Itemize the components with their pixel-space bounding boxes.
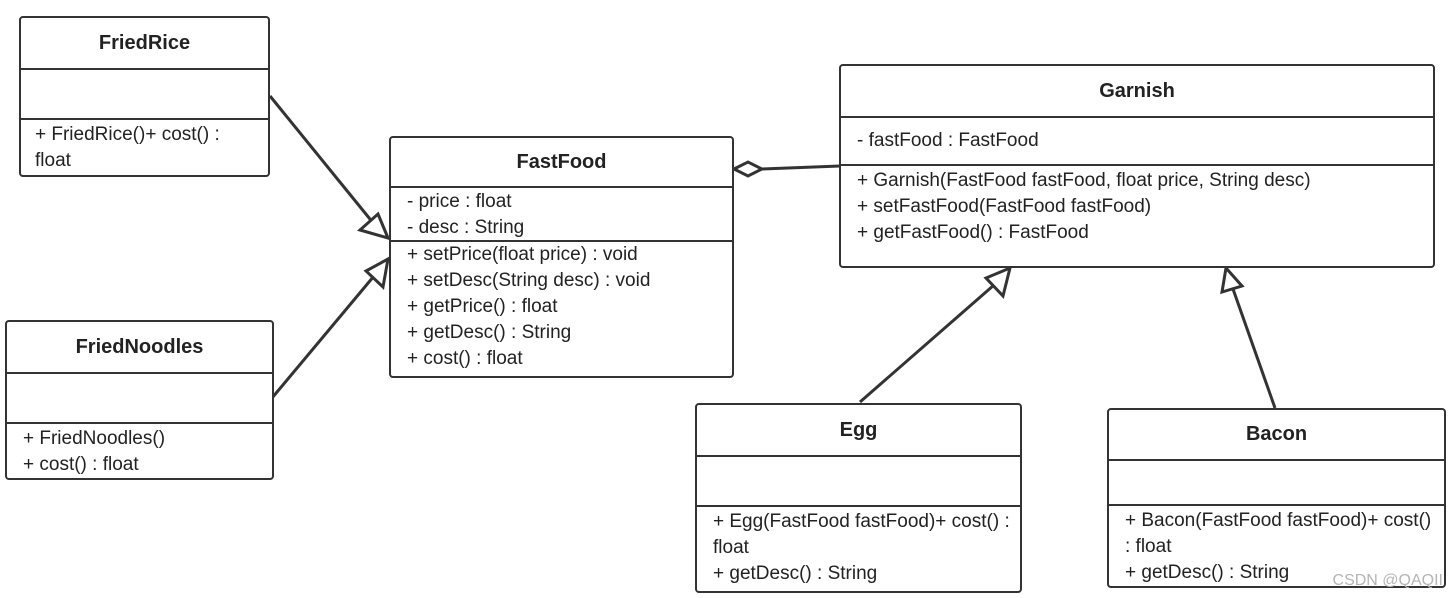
- class-name: FastFood: [391, 138, 732, 188]
- garnish-aggregation-line: [761, 164, 841, 171]
- operation: + FriedRice()+ cost() : float: [35, 124, 220, 171]
- operations-compartment: + FriedRice()+ cost() : float: [21, 120, 268, 175]
- egg-inheritance-line: [859, 283, 995, 404]
- class-name: FriedRice: [21, 18, 268, 70]
- class-fastfood[interactable]: FastFood - price : float - desc : String…: [389, 136, 734, 378]
- friednoodles-inheritance-arrowhead: [363, 256, 391, 290]
- attributes-compartment: - fastFood : FastFood: [841, 118, 1433, 166]
- operation: + Garnish(FastFood fastFood, float price…: [857, 170, 1311, 191]
- class-friedrice[interactable]: FriedRice + FriedRice()+ cost() : float: [19, 16, 270, 177]
- class-friednoodles[interactable]: FriedNoodles + FriedNoodles() + cost() :…: [5, 320, 274, 480]
- class-name: Garnish: [841, 66, 1433, 118]
- watermark: CSDN @QAQII: [1332, 572, 1443, 589]
- operation: + getDesc() : String: [1125, 562, 1290, 583]
- attribute: - price : float: [407, 191, 512, 212]
- friedrice-inheritance-line: [268, 95, 376, 225]
- operation: + cost() : float: [23, 454, 139, 475]
- operations-compartment: + Bacon(FastFood fastFood)+ cost() : flo…: [1109, 506, 1444, 586]
- operations-compartment: + FriedNoodles() + cost() : float: [7, 424, 272, 478]
- operation: + setFastFood(FastFood fastFood): [857, 196, 1152, 217]
- operation: + FriedNoodles(): [23, 428, 166, 449]
- operation: + setDesc(String desc) : void: [407, 270, 651, 291]
- attributes-compartment: [697, 457, 1020, 507]
- operation: + getDesc() : String: [713, 563, 878, 584]
- operation: + getFastFood() : FastFood: [857, 222, 1089, 243]
- class-garnish[interactable]: Garnish - fastFood : FastFood + Garnish(…: [839, 64, 1435, 268]
- egg-inheritance-arrowhead: [983, 265, 1013, 300]
- operation: + cost() : float: [407, 348, 523, 369]
- attribute: - desc : String: [407, 217, 525, 238]
- attributes-compartment: [21, 70, 268, 120]
- operation: + Bacon(FastFood fastFood)+ cost() : flo…: [1125, 510, 1432, 557]
- operation: + setPrice(float price) : void: [407, 244, 638, 265]
- class-name: Bacon: [1109, 410, 1444, 461]
- friedrice-inheritance-arrowhead: [356, 211, 391, 241]
- operations-compartment: + Egg(FastFood fastFood)+ cost() : float…: [697, 507, 1020, 591]
- operation: + getDesc() : String: [407, 322, 572, 343]
- attribute: - fastFood : FastFood: [857, 130, 1039, 151]
- class-name: FriedNoodles: [7, 322, 272, 374]
- class-bacon[interactable]: Bacon + Bacon(FastFood fastFood)+ cost()…: [1107, 408, 1446, 588]
- friednoodles-inheritance-line: [270, 275, 376, 399]
- operation: + getPrice() : float: [407, 296, 558, 317]
- attributes-compartment: - price : float - desc : String: [391, 188, 732, 242]
- operations-compartment: + setPrice(float price) : void + setDesc…: [391, 242, 732, 376]
- aggregation-diamond: [730, 160, 766, 178]
- class-name: Egg: [697, 405, 1020, 457]
- operation: + Egg(FastFood fastFood)+ cost() : float: [713, 511, 1010, 558]
- bacon-inheritance-arrowhead: [1220, 264, 1245, 295]
- operations-compartment: + Garnish(FastFood fastFood, float price…: [841, 166, 1433, 266]
- class-egg[interactable]: Egg + Egg(FastFood fastFood)+ cost() : f…: [695, 403, 1022, 593]
- bacon-inheritance-line: [1231, 288, 1277, 409]
- attributes-compartment: [1109, 461, 1444, 506]
- attributes-compartment: [7, 374, 272, 424]
